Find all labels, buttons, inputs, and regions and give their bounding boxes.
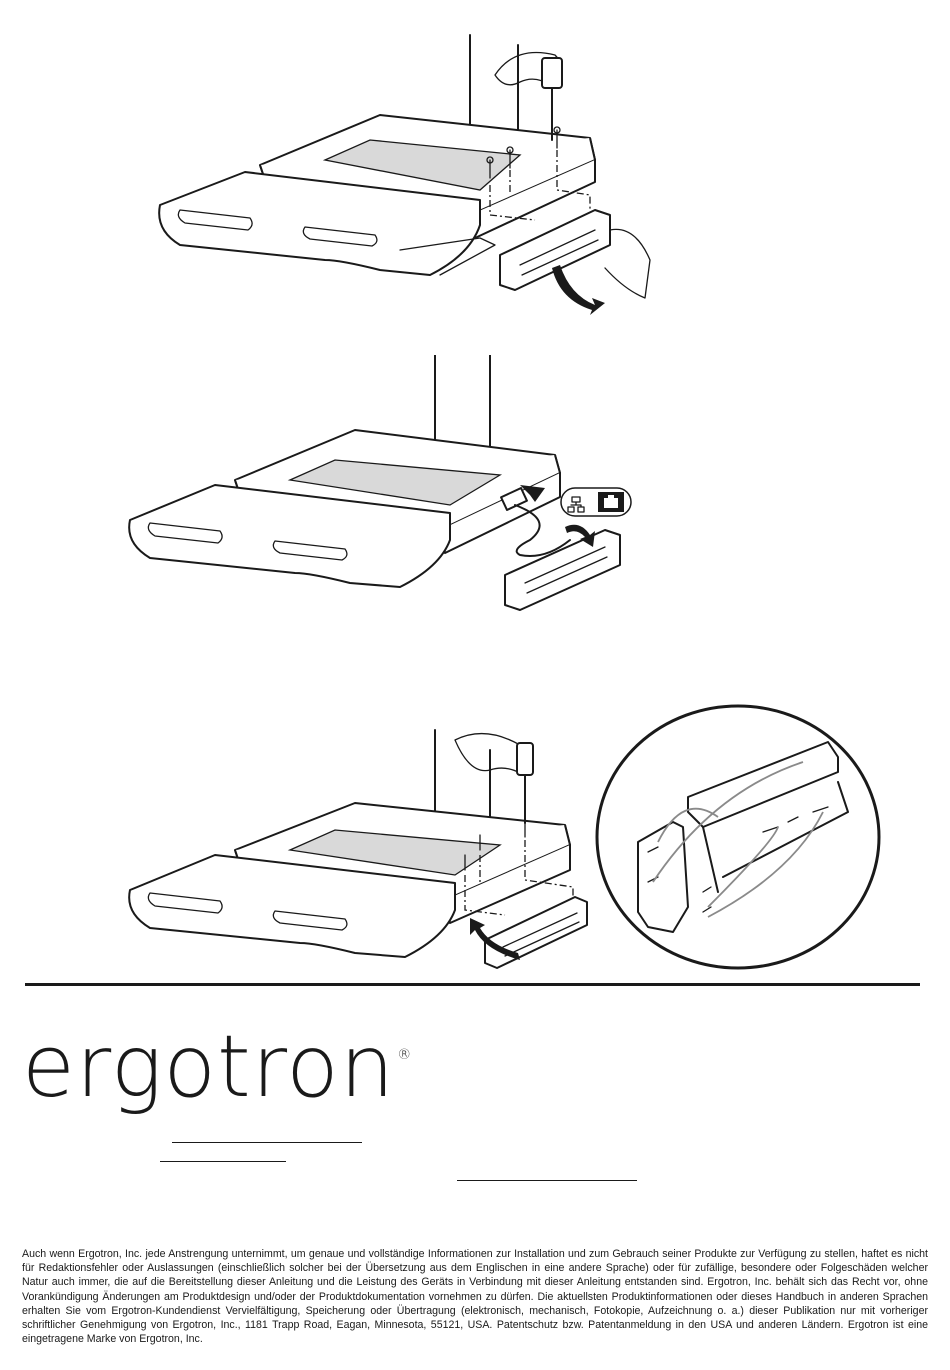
network-port-icon <box>560 487 632 517</box>
link-underline-3[interactable] <box>457 1180 637 1181</box>
step-2-illustration <box>125 355 645 615</box>
ergotron-logo: ergotron® <box>22 1024 413 1110</box>
registered-mark: ® <box>397 1047 413 1063</box>
link-underline-2[interactable] <box>160 1161 286 1162</box>
step-3-illustration <box>125 725 595 975</box>
legal-disclaimer: Auch wenn Ergotron, Inc. jede Anstrengun… <box>22 1248 928 1346</box>
logo-text: ergotron <box>22 1017 396 1117</box>
detail-magnifier-circle <box>593 702 883 972</box>
link-underline-1[interactable] <box>172 1142 362 1143</box>
step-1-illustration <box>140 20 660 320</box>
footer-divider <box>25 983 920 986</box>
